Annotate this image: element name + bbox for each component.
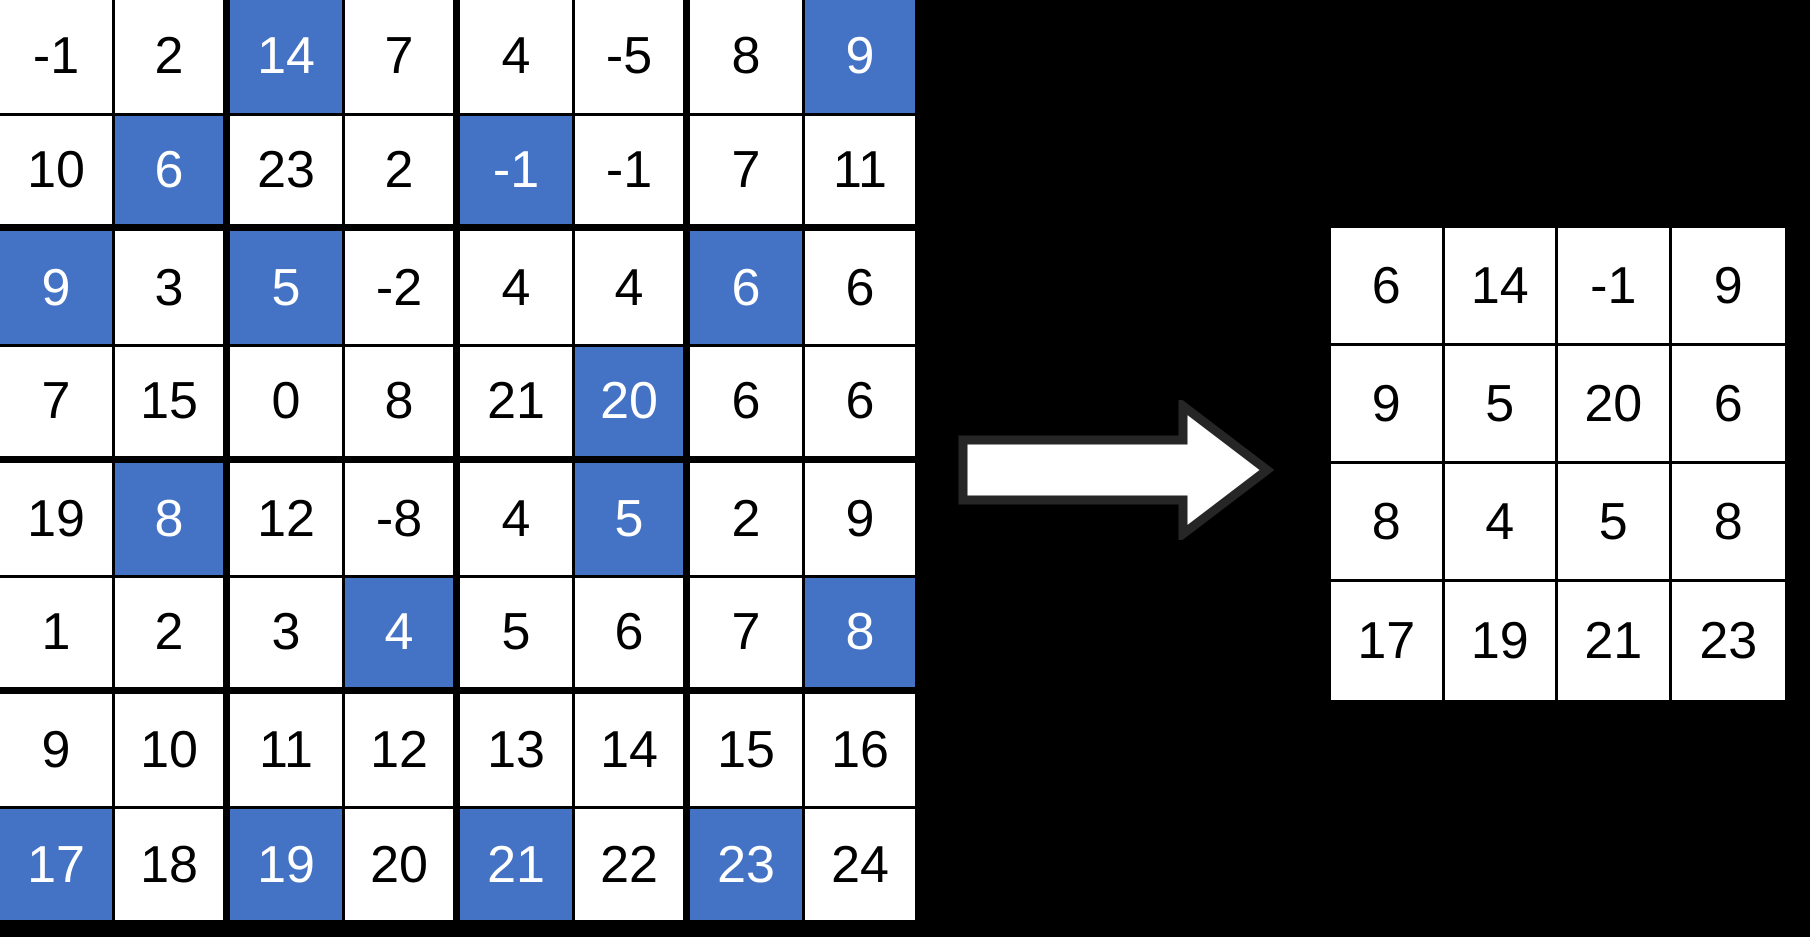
output-cell-r1-c3: -1 [1558, 228, 1672, 346]
input-cell-r3-c4: -2 [345, 231, 460, 347]
input-cell-r8-c3: 19 [230, 809, 345, 925]
input-cell-r8-c1: 17 [0, 809, 115, 925]
output-cell-r4-c1: 17 [1331, 582, 1445, 700]
input-cell-r2-c3: 23 [230, 115, 345, 232]
input-cell-r1-c6: -5 [575, 0, 690, 116]
input-cell-r6-c8: 8 [805, 578, 920, 694]
output-cell-r4-c3: 21 [1558, 582, 1672, 700]
input-cell-r7-c7: 15 [690, 693, 805, 810]
input-cell-r4-c6: 20 [575, 346, 690, 463]
input-cell-r3-c3: 5 [230, 231, 345, 347]
output-cell-r3-c4: 8 [1671, 464, 1785, 582]
input-cell-r2-c6: -1 [575, 115, 690, 232]
input-cell-r8-c6: 22 [575, 809, 690, 925]
input-cell-r4-c7: 6 [690, 346, 805, 463]
output-cell-r1-c1: 6 [1331, 228, 1445, 346]
input-cell-r5-c5: 4 [460, 462, 575, 579]
input-cell-r6-c1: 1 [0, 578, 115, 694]
input-cell-r6-c3: 3 [230, 578, 345, 694]
input-cell-r8-c7: 23 [690, 809, 805, 925]
input-cell-r3-c5: 4 [460, 231, 575, 347]
input-cell-r3-c6: 4 [575, 231, 690, 347]
input-cell-r4-c1: 7 [0, 346, 115, 463]
input-cell-r2-c8: 11 [805, 115, 920, 232]
input-cell-r6-c4: 4 [345, 578, 460, 694]
input-cell-r6-c6: 6 [575, 578, 690, 694]
input-cell-r5-c4: -8 [345, 462, 460, 579]
output-cell-r4-c4: 23 [1671, 582, 1785, 700]
input-cell-r2-c5: -1 [460, 115, 575, 232]
input-cell-r7-c2: 10 [115, 693, 230, 810]
input-cell-r5-c1: 19 [0, 462, 115, 579]
input-cell-r3-c8: 6 [805, 231, 920, 347]
input-cell-r1-c1: -1 [0, 0, 115, 116]
input-cell-r5-c3: 12 [230, 462, 345, 579]
input-cell-r5-c6: 5 [575, 462, 690, 579]
input-cell-r2-c1: 10 [0, 115, 115, 232]
output-cell-r1-c4: 9 [1671, 228, 1785, 346]
input-cell-r5-c8: 9 [805, 462, 920, 579]
input-cell-r1-c3: 14 [230, 0, 345, 116]
input-cell-r4-c5: 21 [460, 346, 575, 463]
input-cell-r1-c2: 2 [115, 0, 230, 116]
input-cell-r7-c3: 11 [230, 693, 345, 810]
input-cell-r5-c2: 8 [115, 462, 230, 579]
output-cell-r3-c2: 4 [1444, 464, 1558, 582]
output-cell-r2-c4: 6 [1671, 346, 1785, 464]
output-cell-r4-c2: 19 [1444, 582, 1558, 700]
output-cell-r1-c2: 14 [1444, 228, 1558, 346]
input-cell-r4-c3: 0 [230, 346, 345, 463]
input-cell-r8-c2: 18 [115, 809, 230, 925]
output-cell-r3-c1: 8 [1331, 464, 1445, 582]
input-cell-r4-c8: 6 [805, 346, 920, 463]
output-cell-r2-c1: 9 [1331, 346, 1445, 464]
input-cell-r8-c8: 24 [805, 809, 920, 925]
input-cell-r4-c2: 15 [115, 346, 230, 463]
input-cell-r1-c7: 8 [690, 0, 805, 116]
input-cell-r2-c2: 6 [115, 115, 230, 232]
input-cell-r5-c7: 2 [690, 462, 805, 579]
right-arrow-icon [955, 396, 1275, 544]
input-cell-r7-c6: 14 [575, 693, 690, 810]
input-cell-r2-c4: 2 [345, 115, 460, 232]
input-cell-r1-c8: 9 [805, 0, 920, 116]
output-cell-r2-c3: 20 [1558, 346, 1672, 464]
input-cell-r6-c5: 5 [460, 578, 575, 694]
input-cell-r7-c1: 9 [0, 693, 115, 810]
input-cell-r3-c2: 3 [115, 231, 230, 347]
input-cell-r1-c5: 4 [460, 0, 575, 116]
input-cell-r7-c4: 12 [345, 693, 460, 810]
input-cell-r4-c4: 8 [345, 346, 460, 463]
output-cell-r2-c2: 5 [1444, 346, 1558, 464]
input-cell-r8-c5: 21 [460, 809, 575, 925]
input-cell-r7-c5: 13 [460, 693, 575, 810]
input-cell-r6-c7: 7 [690, 578, 805, 694]
input-cell-r2-c7: 7 [690, 115, 805, 232]
input-cell-r8-c4: 20 [345, 809, 460, 925]
input-cell-r3-c1: 9 [0, 231, 115, 347]
input-cell-r7-c8: 16 [805, 693, 920, 810]
input-cell-r3-c7: 6 [690, 231, 805, 347]
input-cell-r6-c2: 2 [115, 578, 230, 694]
output-cell-r3-c3: 5 [1558, 464, 1672, 582]
input-cell-r1-c4: 7 [345, 0, 460, 116]
